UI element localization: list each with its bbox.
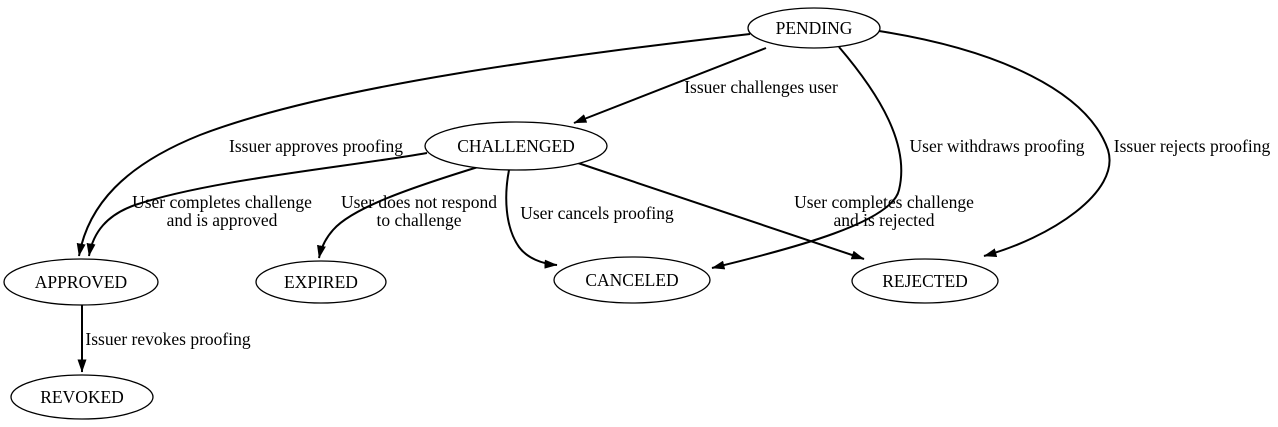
edges-layer <box>76 30 1111 373</box>
state-label-rejected: REJECTED <box>882 271 968 291</box>
edge-label-pending-to-canceled-line1: User withdraws proofing <box>910 136 1085 156</box>
state-node-canceled: CANCELED <box>553 256 711 304</box>
edge-challenged-to-rejected <box>577 162 865 260</box>
edge-pending-to-challenged <box>573 47 767 124</box>
state-ellipse-expired <box>255 260 387 304</box>
state-ellipse-revoked <box>10 374 154 420</box>
state-ellipse-pending <box>747 7 881 49</box>
state-ellipse-challenged <box>424 121 608 171</box>
state-label-approved: APPROVED <box>35 272 127 292</box>
edge-challenged-to-approved <box>86 152 428 257</box>
edge-label-challenged-to-rejected-line1: User completes challenge <box>794 192 974 212</box>
state-ellipse-approved <box>3 258 159 306</box>
state-label-challenged: CHALLENGED <box>457 136 575 156</box>
edge-label-challenged-to-rejected-line2: and is rejected <box>833 210 934 230</box>
edge-label-challenged-to-approved-line2: and is approved <box>167 210 278 230</box>
edge-label-approved-to-revoked-line1: Issuer revokes proofing <box>85 329 250 349</box>
edge-label-challenged-to-expired-line1: User does not respond <box>341 192 497 212</box>
edge-pending-to-rejected <box>878 30 1111 258</box>
state-ellipse-canceled <box>553 256 711 304</box>
edge-label-pending-to-approved-line1: Issuer approves proofing <box>229 136 403 156</box>
state-node-challenged: CHALLENGED <box>424 121 608 171</box>
state-node-expired: EXPIRED <box>255 260 387 304</box>
nodes-layer: PENDING CHALLENGED APPROVED EXPIRED CANCELED… <box>3 7 999 420</box>
edge-pending-to-approved <box>76 33 751 257</box>
edge-label-challenged-to-approved-line1: User completes challenge <box>132 192 312 212</box>
edge-label-challenged-to-expired-line2: to challenge <box>376 210 461 230</box>
state-label-revoked: REVOKED <box>40 387 124 407</box>
edge-pending-to-canceled <box>711 46 903 270</box>
state-label-pending: PENDING <box>776 18 853 38</box>
edge-label-challenged-to-canceled-line1: User cancels proofing <box>520 203 674 223</box>
state-node-approved: APPROVED <box>3 258 159 306</box>
state-label-canceled: CANCELED <box>585 270 678 290</box>
state-node-revoked: REVOKED <box>10 374 154 420</box>
edge-label-pending-to-rejected-line1: Issuer rejects proofing <box>1114 136 1271 156</box>
edge-challenged-to-canceled <box>505 169 558 269</box>
state-node-pending: PENDING <box>747 7 881 49</box>
edge-challenged-to-expired <box>317 166 479 259</box>
state-node-rejected: REJECTED <box>851 258 999 304</box>
state-label-expired: EXPIRED <box>284 272 358 292</box>
edge-label-pending-to-challenged-line1: Issuer challenges user <box>684 77 838 97</box>
state-ellipse-rejected <box>851 258 999 304</box>
